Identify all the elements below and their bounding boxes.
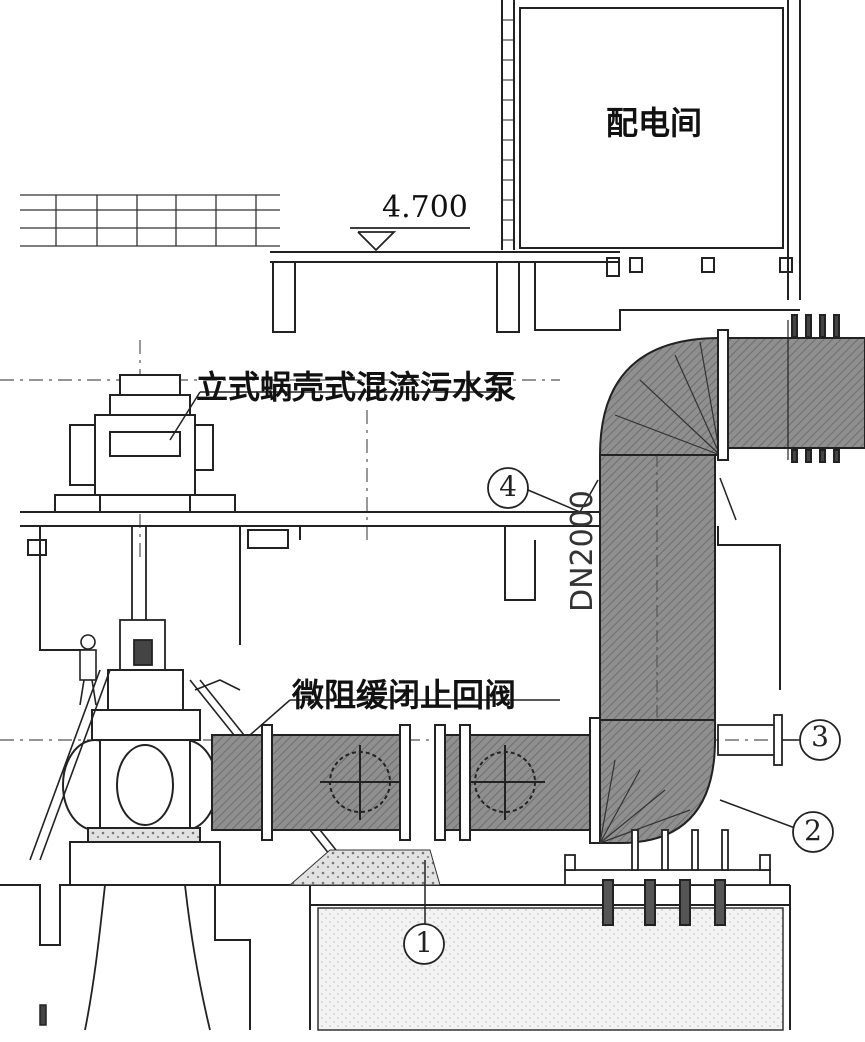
- worker-figure: [79, 634, 97, 706]
- electrical-room: [501, 0, 801, 300]
- volute-pump-body: [62, 669, 221, 886]
- valve-label: 微阻缓闭止回阀: [292, 676, 517, 714]
- pipe-flanges: [261, 717, 601, 844]
- pipe-size-label: DN2000: [565, 490, 600, 612]
- outlet-pipe: [727, 320, 865, 460]
- wall-bolts: [791, 314, 840, 463]
- elevation-marker: [350, 227, 470, 252]
- vertical-riser: [599, 430, 716, 721]
- railing-grid: [20, 194, 280, 247]
- anchor-bolts: [602, 879, 726, 926]
- lower-elbow: [599, 717, 716, 844]
- callout-number-3: 3: [811, 720, 829, 753]
- drain-detail: [39, 1004, 47, 1026]
- foundation-fill: [317, 907, 784, 1031]
- electrical-room-label: 配电间: [606, 104, 703, 142]
- callout-number-4: 4: [499, 470, 517, 503]
- suction-cone: [84, 884, 211, 1031]
- brick-wall: [502, 19, 514, 241]
- pump-motor: [54, 374, 236, 513]
- upper-floor-slab: [270, 251, 800, 333]
- elevation-label: 4.700: [382, 190, 468, 225]
- leader-lines: [169, 391, 803, 925]
- callout-number-2: 2: [804, 814, 822, 847]
- callout-circles: [403, 467, 841, 965]
- callout-number-1: 1: [415, 926, 433, 959]
- gravel-pad: [288, 849, 441, 886]
- pump-label: 立式蜗壳式混流污水泵: [196, 368, 517, 406]
- upper-elbow: [598, 329, 729, 461]
- pump-shaft: [119, 526, 166, 671]
